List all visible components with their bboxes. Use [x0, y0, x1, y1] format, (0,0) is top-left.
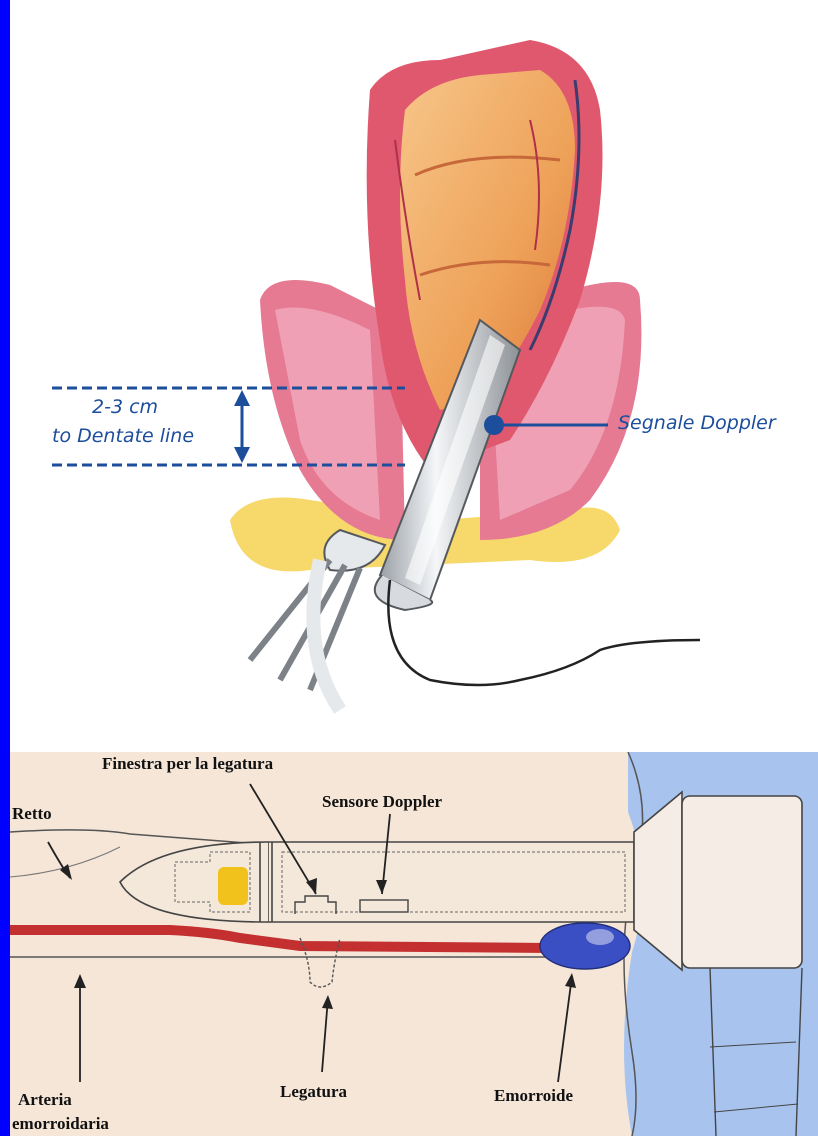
ligature-label: Legatura — [280, 1082, 347, 1102]
doppler-sensor-label: Sensore Doppler — [322, 792, 442, 812]
measure-label-dentate: to Dentate line — [52, 425, 194, 447]
artery-label-line1: Arteria — [18, 1090, 72, 1110]
measure-label-distance: 2-3 cm — [92, 396, 158, 418]
doppler-signal-label: Segnale Doppler — [618, 412, 776, 434]
hemorrhoidal-artery — [10, 930, 550, 948]
artery-label-line2: emorroidaria — [12, 1114, 109, 1134]
ligation-window-label: Finestra per la legatura — [102, 754, 273, 774]
hemorrhoid-shape — [540, 923, 630, 969]
rectum-label: Retto — [12, 804, 52, 824]
rectum-anoscope-drawing — [10, 0, 818, 752]
doppler-probe-schematic: Finestra per la legatura Retto Sensore D… — [10, 752, 818, 1136]
anatomical-illustration: 2-3 cm to Dentate line Segnale Doppler — [10, 0, 818, 752]
hemorrhoid-label: Emorroide — [494, 1086, 573, 1106]
